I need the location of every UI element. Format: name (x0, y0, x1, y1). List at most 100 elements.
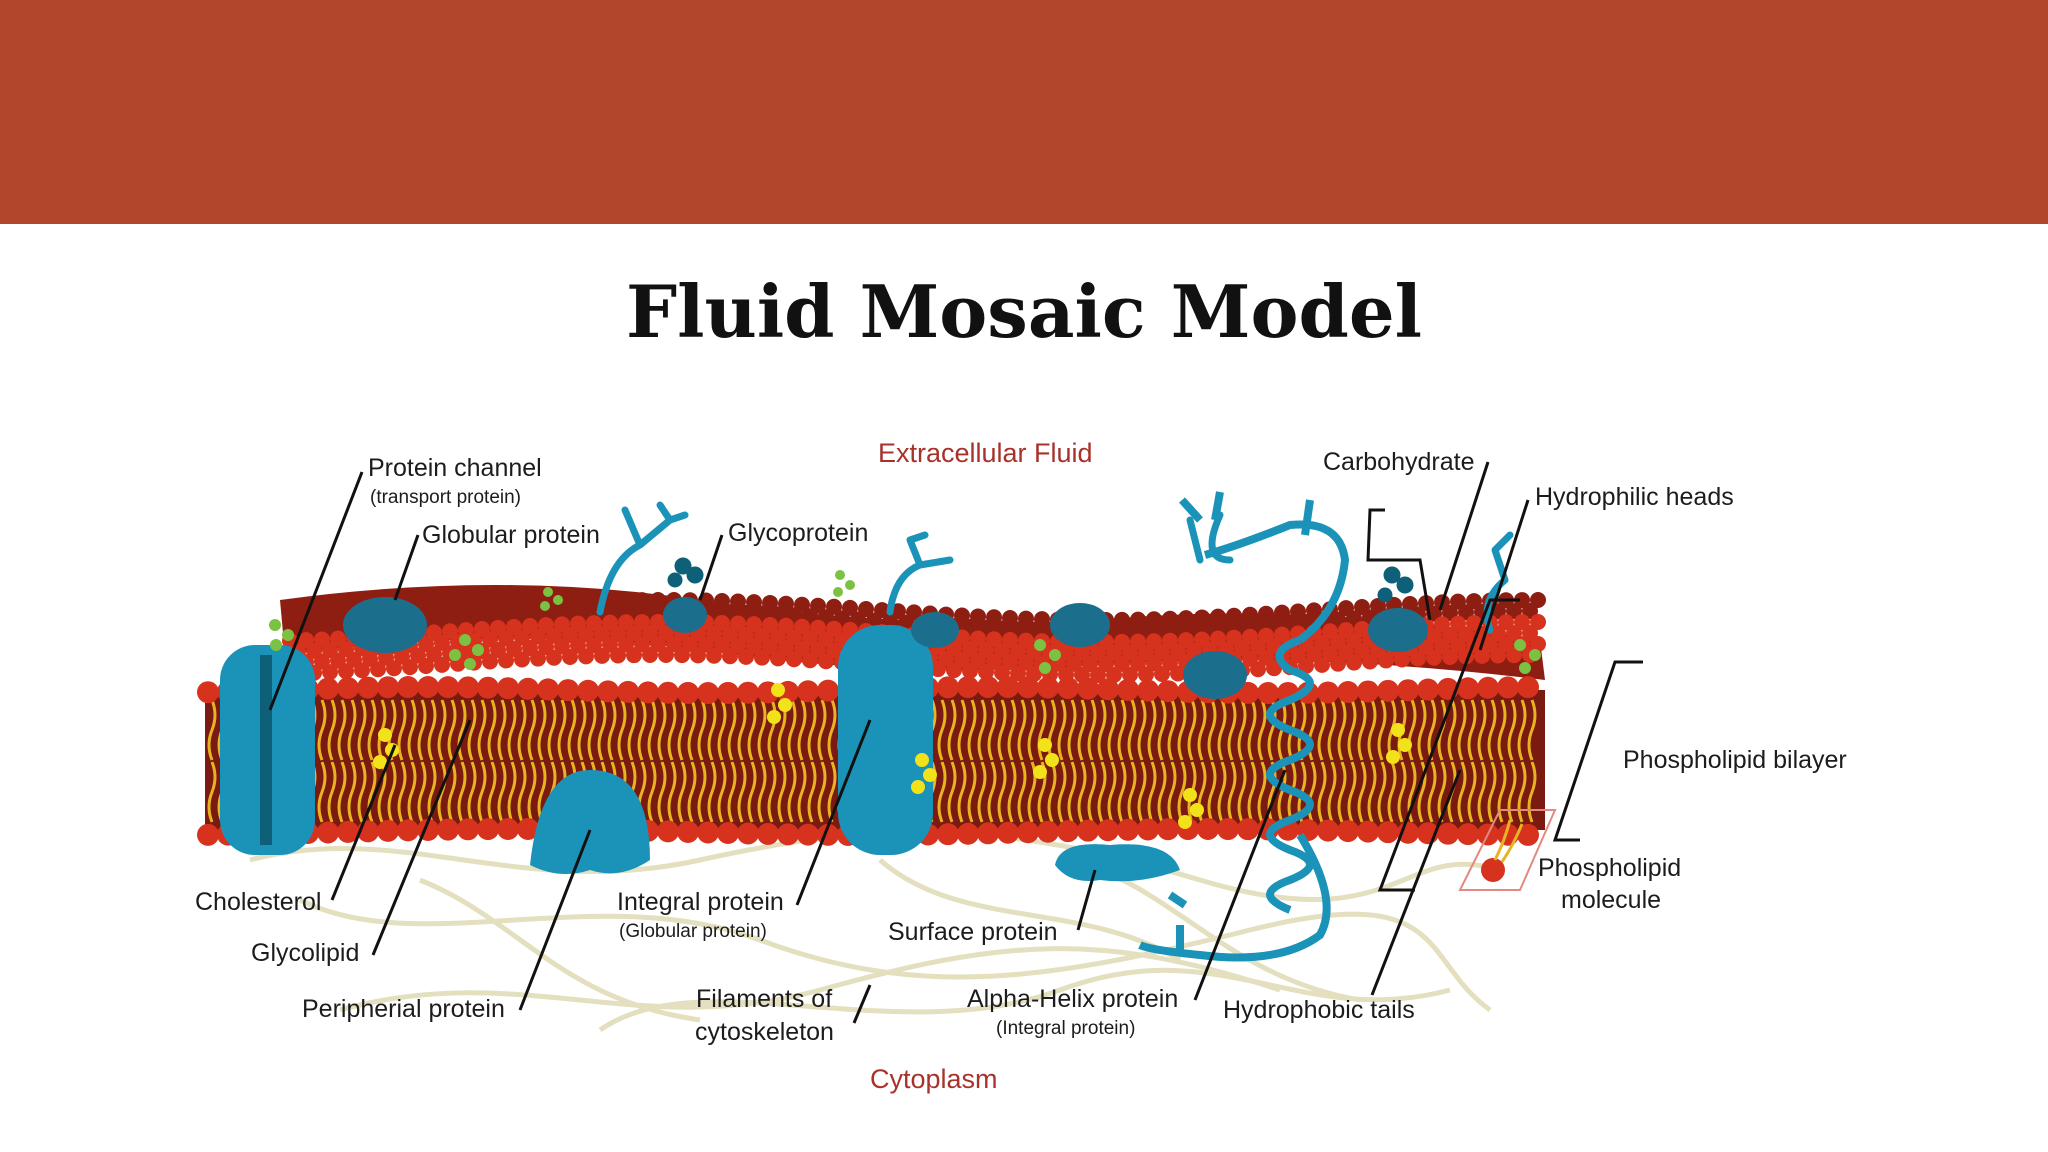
tail-upper (1177, 699, 1187, 761)
tail-upper (1027, 699, 1037, 761)
head-surface (1170, 665, 1186, 682)
tail-lower (707, 761, 717, 823)
tail-lower (1147, 761, 1157, 823)
head-top (637, 681, 659, 704)
head-bottom (1377, 821, 1399, 844)
head-surface (1506, 647, 1522, 664)
head-top (1457, 677, 1479, 700)
tail-upper (317, 699, 327, 761)
head-surface (1314, 656, 1330, 673)
tail-upper (557, 699, 567, 761)
tail-lower (1137, 761, 1147, 823)
head-bottom (1337, 820, 1359, 843)
surface-globule-4 (1183, 651, 1247, 699)
tail-upper (357, 699, 367, 761)
head-surface (1426, 649, 1442, 666)
filaments-label-1: Filaments of (696, 985, 832, 1013)
surface-protein-label: Surface protein (888, 918, 1058, 946)
tail-lower (207, 761, 217, 823)
tail-lower (757, 761, 767, 823)
tail-lower (1077, 761, 1087, 823)
head-surface (322, 664, 338, 681)
tail-lower (1337, 761, 1347, 823)
head-top (1097, 678, 1119, 701)
head-surface (642, 647, 658, 664)
alpha-helix-sublabel: (Integral protein) (996, 1018, 1135, 1039)
tail-upper (767, 699, 777, 761)
head-surface (370, 661, 386, 678)
tail-upper (427, 699, 437, 761)
head-top (497, 677, 519, 700)
head-top (457, 676, 479, 699)
tail-lower (807, 761, 817, 823)
tail-lower (667, 761, 677, 823)
tail-lower (337, 761, 347, 823)
tail-lower (1387, 761, 1397, 823)
head-bottom (657, 820, 679, 843)
tail-upper (1447, 699, 1457, 761)
tail-lower (537, 761, 547, 823)
head-bottom (1457, 823, 1479, 846)
tail-lower (687, 761, 697, 823)
head-bottom (1357, 820, 1379, 843)
head-top (197, 681, 219, 704)
hydrophilic-heads-label: Hydrophilic heads (1535, 483, 1734, 511)
head-top (697, 681, 719, 704)
tail-lower (827, 761, 837, 823)
head-bottom (937, 823, 959, 846)
tail-lower (647, 761, 657, 823)
head-top (317, 677, 339, 700)
head-surface (338, 663, 354, 680)
tail-upper (1017, 699, 1027, 761)
title-banner (0, 0, 2048, 224)
tail-upper (347, 699, 357, 761)
head-bottom (757, 822, 779, 845)
head-top (397, 676, 419, 699)
tail-lower (1237, 761, 1247, 823)
tail-lower (1517, 761, 1527, 823)
tail-upper (1217, 699, 1227, 761)
head-top (517, 677, 539, 700)
head-surface (658, 625, 674, 642)
head-top (617, 680, 639, 703)
tail-upper (1467, 699, 1477, 761)
tail-lower (697, 761, 707, 823)
head-surface (658, 647, 674, 664)
head-surface (754, 649, 770, 666)
tail-lower (1097, 761, 1107, 823)
peripheral-protein-shape (530, 770, 650, 874)
tail-upper (597, 699, 607, 761)
head-surface (650, 592, 666, 609)
tail-lower (447, 761, 457, 823)
head-bottom (977, 822, 999, 845)
head-top (1257, 681, 1279, 704)
head-bottom (1317, 819, 1339, 842)
tail-lower (1107, 761, 1117, 823)
head-surface (1090, 666, 1106, 683)
head-surface (610, 647, 626, 664)
head-surface (1010, 665, 1026, 682)
tail-lower (987, 761, 997, 823)
glycolipid-chains (269, 570, 1541, 674)
tail-upper (1457, 699, 1467, 761)
head-top (797, 680, 819, 703)
head-bottom (717, 821, 739, 844)
tail-upper (677, 699, 687, 761)
head-surface (1442, 648, 1458, 665)
head-surface (1154, 666, 1170, 683)
head-top (1057, 677, 1079, 700)
head-top (1357, 680, 1379, 703)
tail-lower (997, 761, 1007, 823)
tail-upper (647, 699, 657, 761)
tail-upper (687, 699, 697, 761)
tail-lower (1327, 761, 1337, 823)
peripheral-protein-label: Peripherial protein (302, 995, 505, 1023)
tail-upper (467, 699, 477, 761)
head-surface (770, 650, 786, 667)
head-bottom (517, 818, 539, 841)
head-top (1477, 676, 1499, 699)
head-surface (482, 653, 498, 670)
head-top (1077, 677, 1099, 700)
surface-protein-shape (1055, 844, 1180, 882)
tail-lower (417, 761, 427, 823)
